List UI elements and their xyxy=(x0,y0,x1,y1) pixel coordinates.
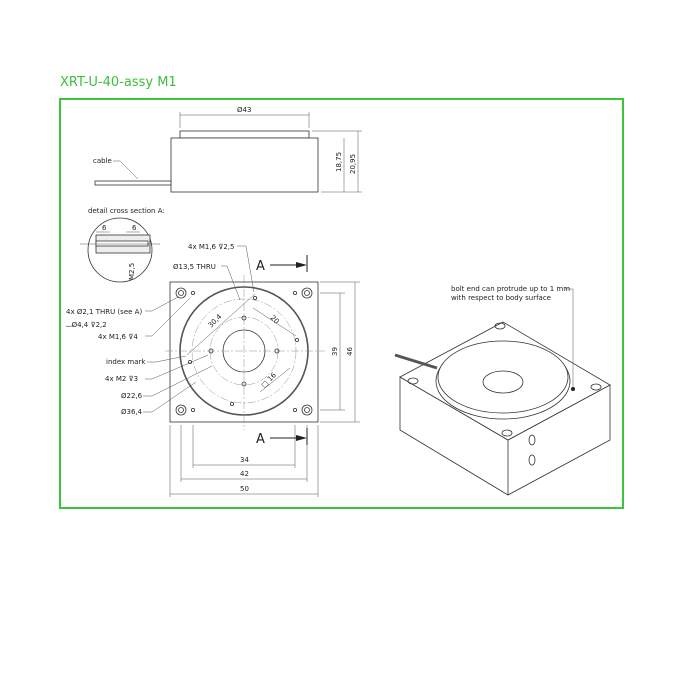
iso-view: bolt end can protrude up to 1 mm with re… xyxy=(394,285,611,496)
callout-m16-25: 4x M1,6 ⊽2,5 xyxy=(188,243,234,251)
dim-39: 39 xyxy=(331,347,339,356)
side-view: Ø43 18,75 20,95 cable xyxy=(93,106,362,193)
top-view: 34 42 50 39 46 30,4 20 □ 16 A A 4x M1,6 … xyxy=(66,243,360,497)
callout-cbore: ⌴Ø4,4 ⊽2,2 xyxy=(66,321,107,329)
callout-index-mark: index mark xyxy=(106,358,146,366)
note-line-2: with respect to body surface xyxy=(451,294,551,302)
section-mark-bottom: A xyxy=(256,432,265,447)
dim-20: 20 xyxy=(269,314,281,326)
callout-d21: 4x Ø2,1 THRU (see A) xyxy=(66,308,142,316)
detail-section: detail cross section A: 6 6 M2,5 xyxy=(80,207,165,283)
callout-d36-4: Ø36,4 xyxy=(121,408,143,416)
cable-label: cable xyxy=(93,157,112,165)
dim-6a: 6 xyxy=(102,224,107,232)
dim-6b: 6 xyxy=(132,224,137,232)
callout-m16-4: 4x M1,6 ⊽4 xyxy=(98,333,138,341)
callouts: 4x M1,6 ⊽2,5 Ø13,5 THRU 4x Ø2,1 THRU (se… xyxy=(66,243,255,416)
thread-label: M2,5 xyxy=(128,263,136,280)
section-mark-top: A xyxy=(256,259,265,274)
dim-50: 50 xyxy=(240,485,249,493)
drawing-frame xyxy=(59,98,624,509)
note-line-1: bolt end can protrude up to 1 mm xyxy=(451,285,570,293)
callout-m2: 4x M2 ⊽3 xyxy=(105,375,138,383)
detail-label: detail cross section A: xyxy=(88,207,165,215)
dim-dia43: Ø43 xyxy=(237,106,251,114)
dim-34: 34 xyxy=(240,456,249,464)
dim-42: 42 xyxy=(240,470,249,478)
dim-20-95: 20,95 xyxy=(349,154,357,174)
dim-46: 46 xyxy=(346,347,354,356)
callout-d22-6: Ø22,6 xyxy=(121,392,143,400)
callout-thru: Ø13,5 THRU xyxy=(173,263,216,271)
dim-18-75: 18,75 xyxy=(335,152,343,172)
drawing-title: XRT-U-40-assy M1 xyxy=(60,75,177,90)
